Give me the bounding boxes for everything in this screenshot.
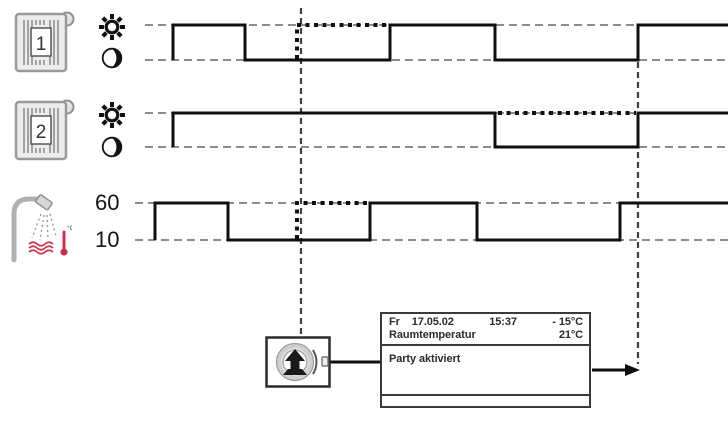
party-override-heating-circuit-1: [295, 23, 389, 59]
sun-icon: [99, 14, 125, 40]
radiator-1-number: 1: [36, 34, 47, 55]
display-room-label: Raumtemperatur: [389, 329, 476, 341]
thermometer-unit-label: °C: [67, 224, 72, 232]
sun-icon: [99, 102, 125, 128]
display-body: Party aktiviert: [382, 346, 589, 394]
display-outside-temp: - 15°C: [552, 316, 583, 328]
hot-water-low-label: 10: [95, 227, 120, 252]
wave-hot-water: [153, 201, 728, 242]
display-weekday: Fr: [389, 316, 400, 328]
party-override-hot-water: [295, 201, 368, 239]
wave-heating-circuit-1: [171, 23, 728, 62]
time-arrow-head: [625, 364, 640, 376]
display-date: 17.05.02: [411, 316, 454, 328]
wave-heating-circuit-2: [171, 111, 728, 149]
moon-icon: [101, 136, 123, 158]
hot-water-shower-icon: °C: [11, 194, 72, 263]
controller-display: Fr 17.05.02 15:37 - 15°C Raumtemperatur …: [380, 312, 591, 408]
radiator-2-number: 2: [36, 122, 47, 143]
display-message: Party aktiviert: [389, 353, 461, 365]
display-time: 15:37: [489, 316, 517, 328]
click-sound-icon: [312, 349, 318, 375]
display-header: Fr 17.05.02 15:37 - 15°C Raumtemperatur …: [382, 314, 589, 346]
display-room-temp: 21°C: [558, 329, 583, 341]
radiator-2-icon: 2: [14, 99, 75, 161]
display-footer: [382, 394, 589, 406]
party-dial-icon: [265, 336, 331, 388]
hot-water-high-label: 60: [95, 190, 120, 215]
radiator-1-icon: 1: [14, 11, 75, 73]
moon-icon: [101, 47, 123, 69]
arrow-up-icon: [285, 349, 305, 369]
